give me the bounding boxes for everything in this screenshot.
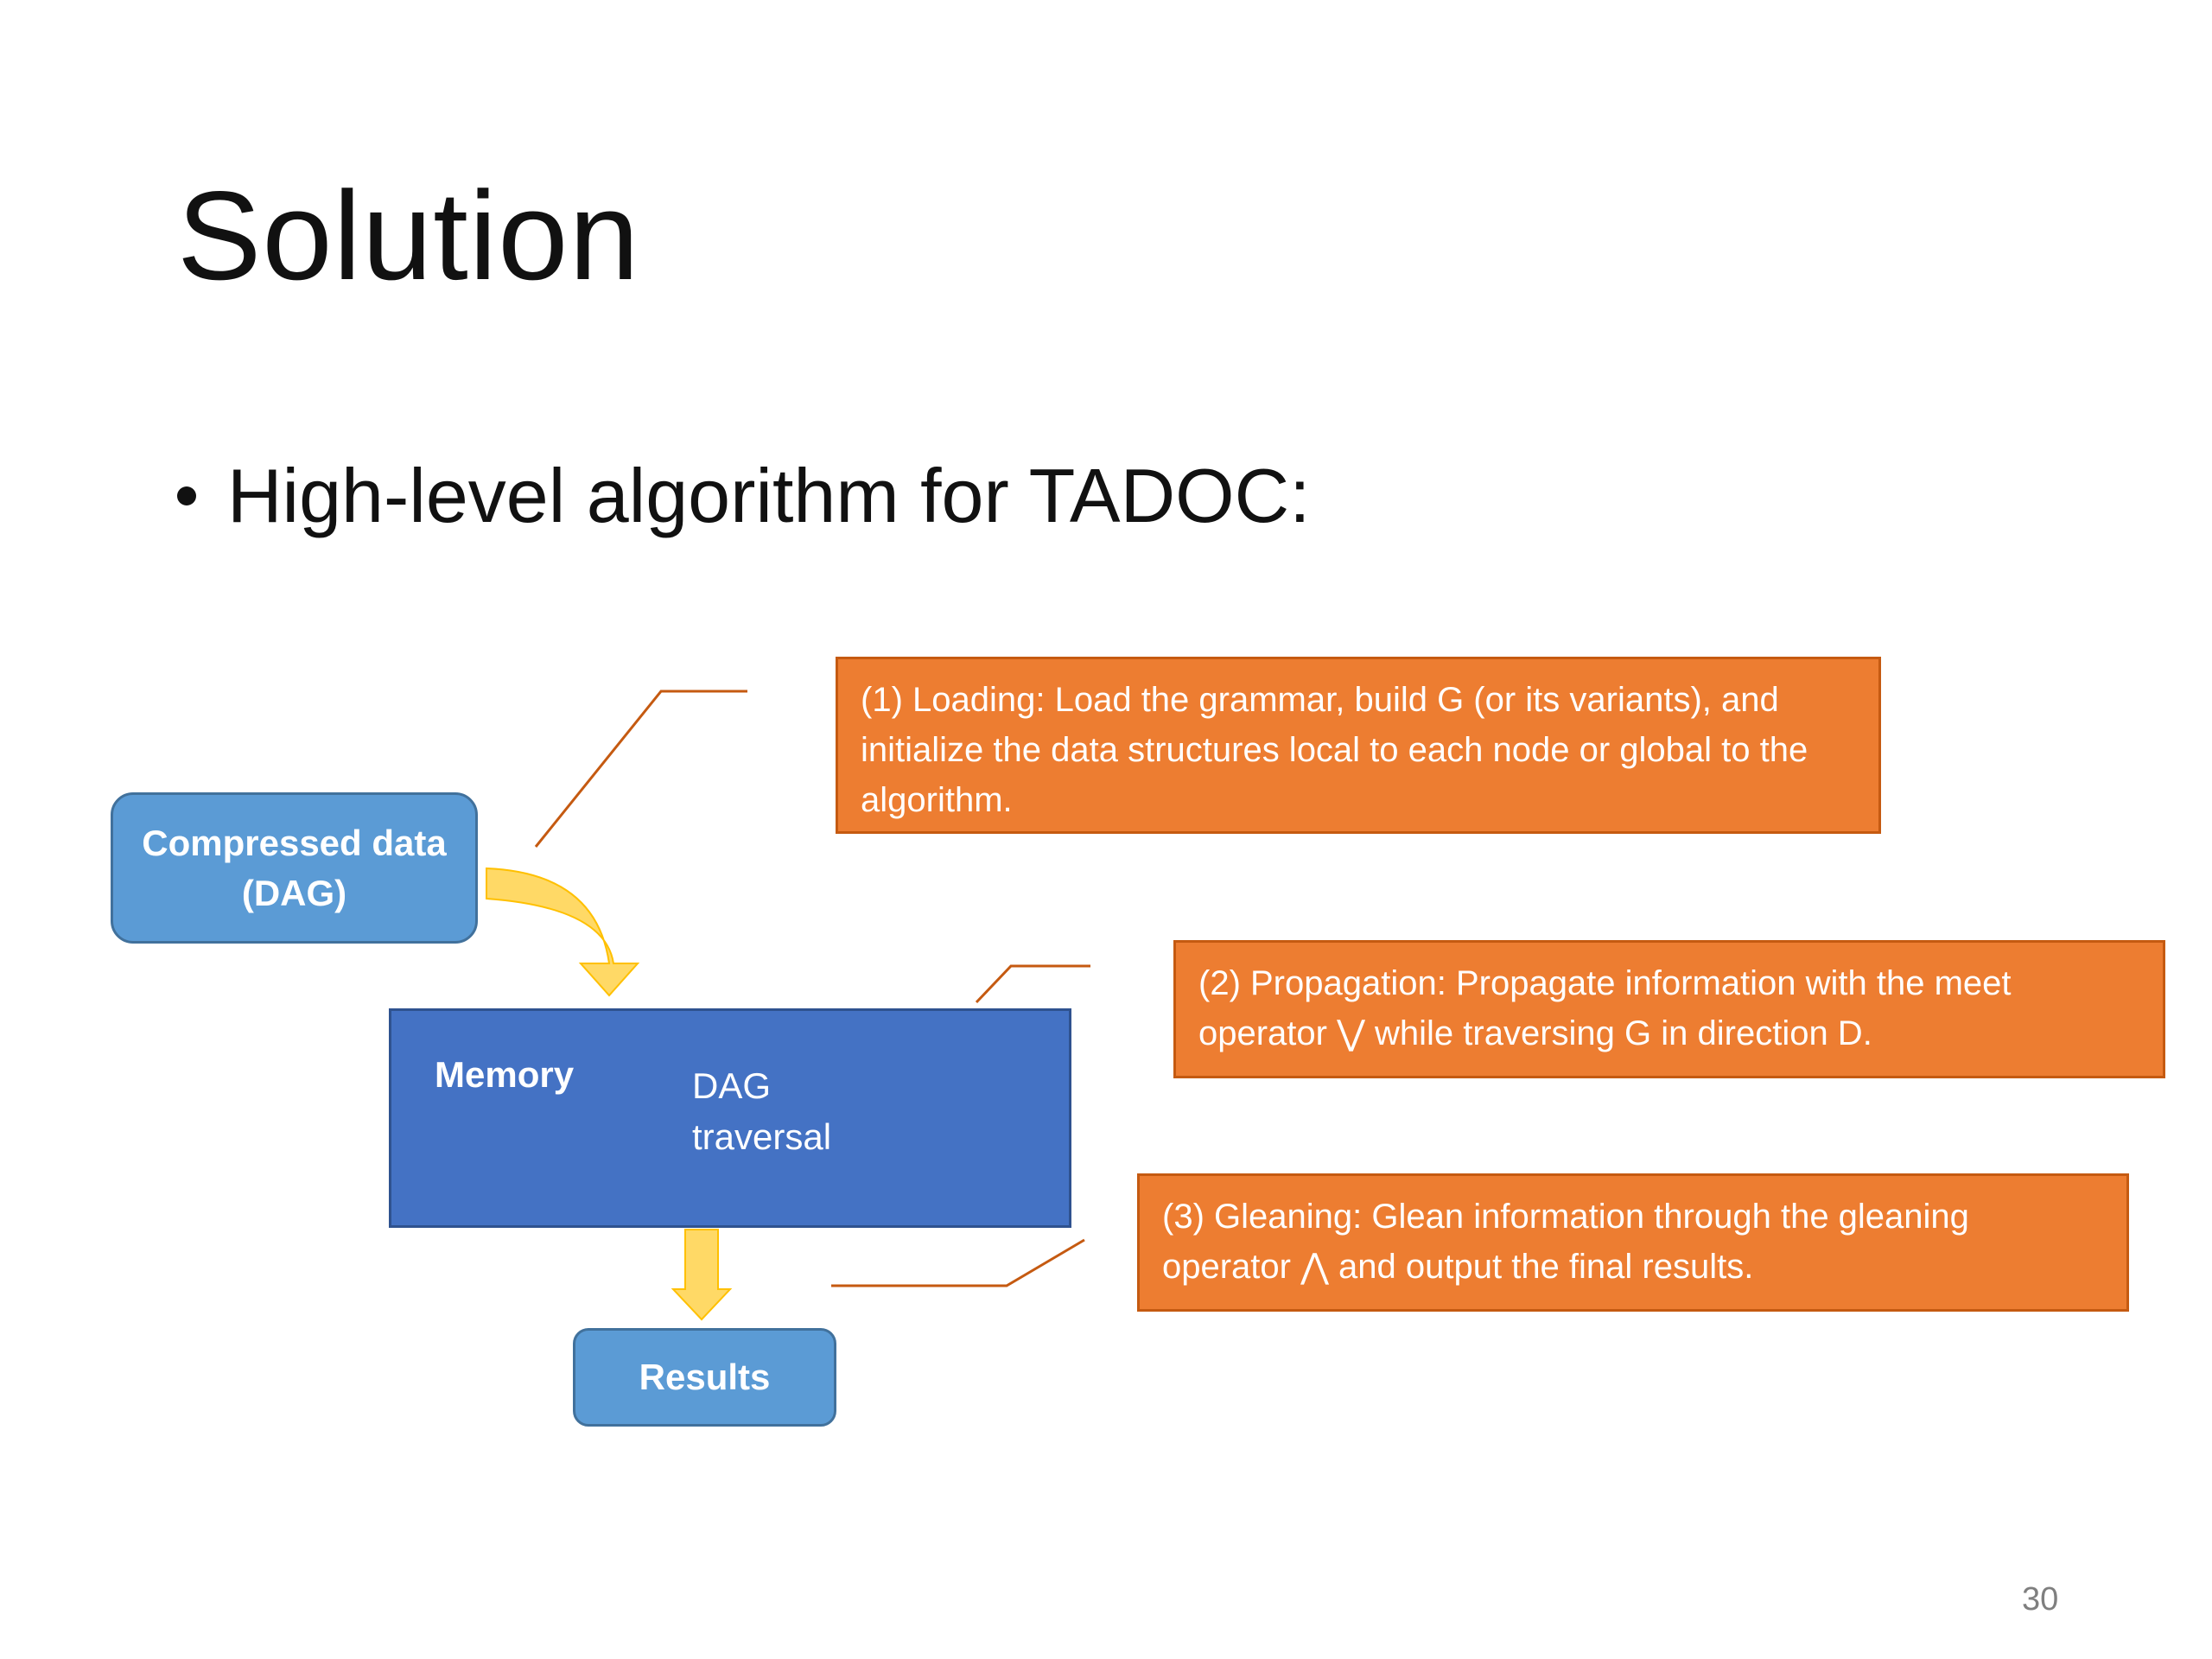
leader-line-propagation (975, 964, 1090, 1004)
dag-traversal-line1: DAG (692, 1065, 772, 1106)
leader-line-loading (534, 690, 747, 848)
results-label: Results (639, 1357, 771, 1397)
compressed-data-box: Compressed data (DAG) (111, 792, 478, 944)
bullet-item: High-level algorithm for TADOC: (177, 458, 1311, 534)
leader-line-gleaning (831, 1238, 1085, 1287)
compressed-data-label: Compressed data (142, 822, 447, 863)
bullet-text: High-level algorithm for TADOC: (227, 453, 1311, 538)
note-propagation: (2) Propagation: Propagate information w… (1173, 940, 2165, 1078)
note-loading: (1) Loading: Load the grammar, build G (… (836, 657, 1881, 834)
bullet-dot-icon (177, 486, 196, 505)
memory-box: Memory DAG traversal (389, 1008, 1071, 1228)
compressed-data-sublabel: (DAG) (241, 872, 347, 913)
results-box: Results (573, 1328, 836, 1427)
curved-arrow-load (486, 867, 640, 997)
memory-label: Memory (435, 1054, 575, 1095)
note-gleaning: (3) Gleaning: Glean information through … (1137, 1173, 2129, 1312)
page-number: 30 (2022, 1581, 2059, 1618)
dag-traversal-line2: traversal (692, 1116, 832, 1157)
down-arrow-output (671, 1229, 733, 1321)
dag-traversal-label: DAG traversal (692, 1061, 831, 1163)
slide-title: Solution (177, 165, 640, 306)
